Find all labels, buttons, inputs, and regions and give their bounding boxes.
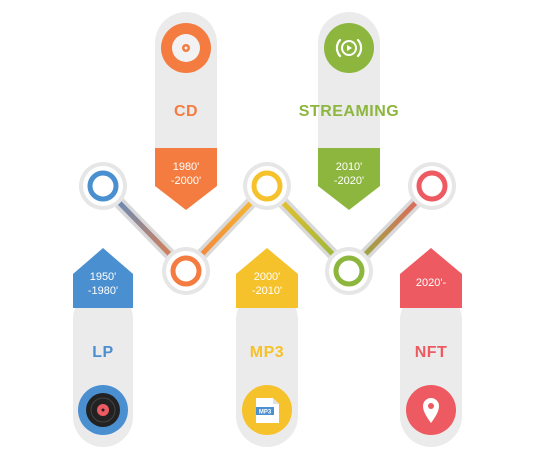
node-lp xyxy=(79,162,127,210)
era-label-mp3: MP3 xyxy=(249,344,285,361)
period-cd-start: 1980' xyxy=(172,161,200,173)
period-streaming-start: 2010' xyxy=(335,161,363,173)
period-lp-end: -1980' xyxy=(87,285,119,297)
location-pin-icon xyxy=(406,385,456,435)
era-label-lp: LP xyxy=(92,344,114,361)
node-mp3 xyxy=(243,162,291,210)
era-label-streaming: STREAMING xyxy=(298,103,400,120)
lp-period-tag xyxy=(73,248,133,308)
mp3-period-tag xyxy=(236,248,298,308)
nft-period-tag xyxy=(400,248,462,308)
node-cd xyxy=(162,247,210,295)
period-mp3-end: -2010' xyxy=(251,285,283,297)
period-mp3: 2000' -2010' xyxy=(236,270,298,298)
mp3-icon-label: MP3 xyxy=(259,410,272,416)
period-streaming-end: -2020' xyxy=(333,175,365,187)
era-label-cd: CD xyxy=(173,103,199,120)
period-mp3-start: 2000' xyxy=(253,271,281,283)
node-streaming xyxy=(325,247,373,295)
period-lp-start: 1950' xyxy=(89,271,117,283)
period-nft-start: 2020'- xyxy=(415,277,447,289)
period-cd-end: -2000' xyxy=(170,175,202,187)
period-cd: 1980' -2000' xyxy=(155,160,217,188)
cd-period-tag xyxy=(155,148,217,210)
play-stream-icon xyxy=(324,23,374,73)
streaming-period-tag xyxy=(318,148,380,210)
period-nft: 2020'- xyxy=(400,276,462,290)
era-label-nft: NFT xyxy=(414,344,448,361)
mp3-file-icon: MP3 xyxy=(242,385,292,435)
node-nft xyxy=(408,162,456,210)
compact-disc-icon xyxy=(161,23,211,73)
period-streaming: 2010' -2020' xyxy=(318,160,380,188)
period-lp: 1950' -1980' xyxy=(73,270,133,298)
vinyl-record-icon xyxy=(78,385,128,435)
